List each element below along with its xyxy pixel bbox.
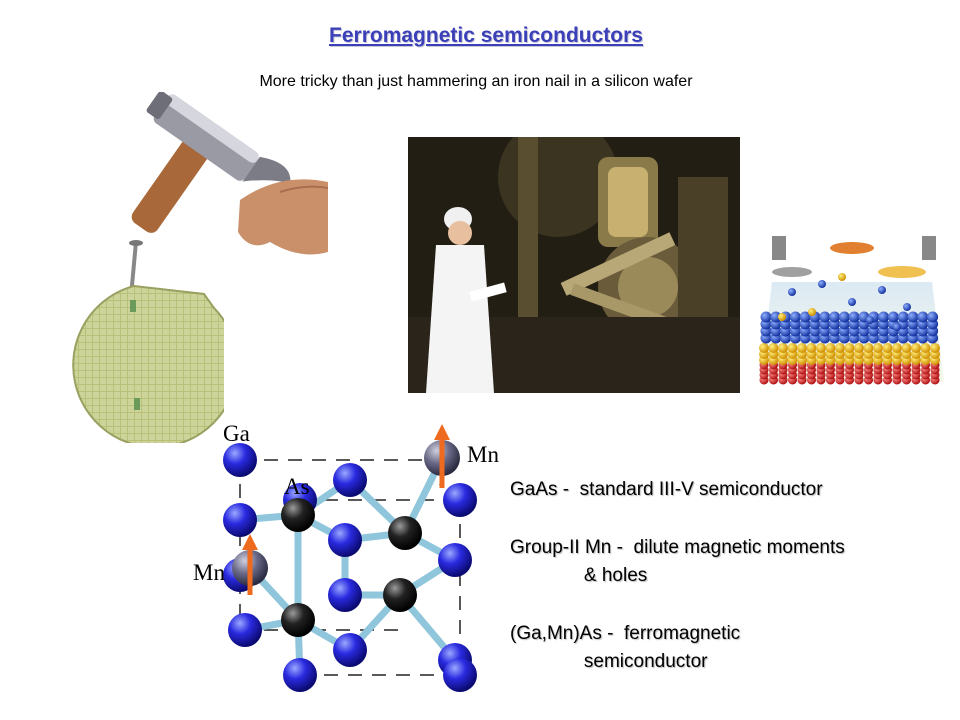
as-atom	[281, 498, 315, 532]
crystal-ball	[787, 343, 798, 353]
ga-atom	[333, 463, 367, 497]
mbe-lab-photo	[408, 137, 740, 393]
ga-atom	[443, 658, 477, 692]
crystal-ball	[917, 311, 929, 323]
crystal-ball	[829, 311, 841, 323]
crystal-ball	[789, 311, 801, 323]
as-atom	[383, 578, 417, 612]
crystal-ball	[816, 343, 826, 353]
ga-atom	[228, 613, 262, 647]
crystal-ball	[897, 311, 909, 323]
crystal-ball	[863, 343, 874, 353]
ga-atom	[328, 523, 362, 557]
mn-left-label: Mn	[193, 560, 225, 585]
description-line-semiconductor: semiconductor	[510, 651, 708, 672]
ga-atom	[333, 633, 367, 667]
crystal-ball	[887, 311, 899, 323]
spin-arrow-head	[434, 424, 450, 440]
mn-top-label: Mn	[467, 442, 499, 467]
ga-atom	[438, 543, 472, 577]
description-line-holes: & holes	[510, 565, 648, 586]
crystal-ball	[819, 311, 831, 323]
crystal-ball	[901, 343, 912, 353]
crystal-ball	[759, 343, 769, 353]
crystal-ball	[878, 286, 886, 294]
crystal-ball	[788, 288, 796, 296]
crystal-ball	[930, 343, 940, 353]
crystal-lattice	[223, 424, 477, 692]
crystal-ball	[920, 343, 931, 353]
crystal-ball	[799, 311, 811, 323]
crystal-ball	[873, 343, 883, 353]
slide-subtitle: More tricky than just hammering an iron …	[259, 73, 693, 90]
crystal-ball	[770, 311, 782, 323]
description-line-gamnas: (Ga,Mn)As - ferromagnetic	[510, 623, 741, 644]
crystal-ball	[760, 311, 772, 323]
crystal-ball	[892, 343, 902, 353]
crystal-ball	[907, 311, 919, 323]
ga-atom	[443, 483, 477, 517]
crystal-ball	[778, 313, 786, 321]
crystal-ball	[825, 343, 836, 353]
crystal-ball	[911, 343, 921, 353]
as-atom	[281, 603, 315, 637]
ga-label: Ga	[223, 421, 250, 446]
crystal-ball	[808, 308, 816, 316]
description-line-gaas: GaAs - standard III-V semiconductor	[510, 479, 823, 500]
crystal-ball	[893, 323, 901, 331]
crystal-ball	[806, 343, 817, 353]
ga-atom	[223, 503, 257, 537]
hammer-icon	[131, 92, 329, 255]
crystal-ball	[854, 343, 864, 353]
description-line-mn: Group-II Mn - dilute magnetic moments	[510, 537, 845, 558]
description-text: GaAs - standard III-V semiconductor Grou…	[510, 476, 950, 676]
as-atom	[388, 516, 422, 550]
crystal-ball	[903, 303, 911, 311]
spin-arrow-head	[242, 534, 258, 550]
ga-atom	[223, 443, 257, 477]
crystal-ball	[838, 273, 846, 281]
crystal-ball	[878, 311, 890, 323]
silicon-wafer	[72, 240, 224, 443]
crystal-ball	[778, 343, 788, 353]
slide-title: Ferromagnetic semiconductors	[329, 24, 643, 47]
crystal-ball	[797, 343, 807, 353]
crystal-ball	[882, 343, 893, 353]
ga-atom	[328, 578, 362, 612]
crystal-ball	[866, 316, 874, 324]
crystal-ball	[818, 280, 826, 288]
crystal-ball	[835, 343, 845, 353]
as-label: As	[284, 474, 310, 499]
ga-atom	[283, 658, 317, 692]
crystal-ball	[844, 343, 855, 353]
crystal-ball	[838, 311, 850, 323]
crystal-ball	[768, 343, 779, 353]
crystal-layers-illustration	[759, 236, 944, 385]
crystal-ball	[848, 298, 856, 306]
crystal-ball	[927, 311, 939, 323]
crystal-ball	[848, 311, 860, 323]
